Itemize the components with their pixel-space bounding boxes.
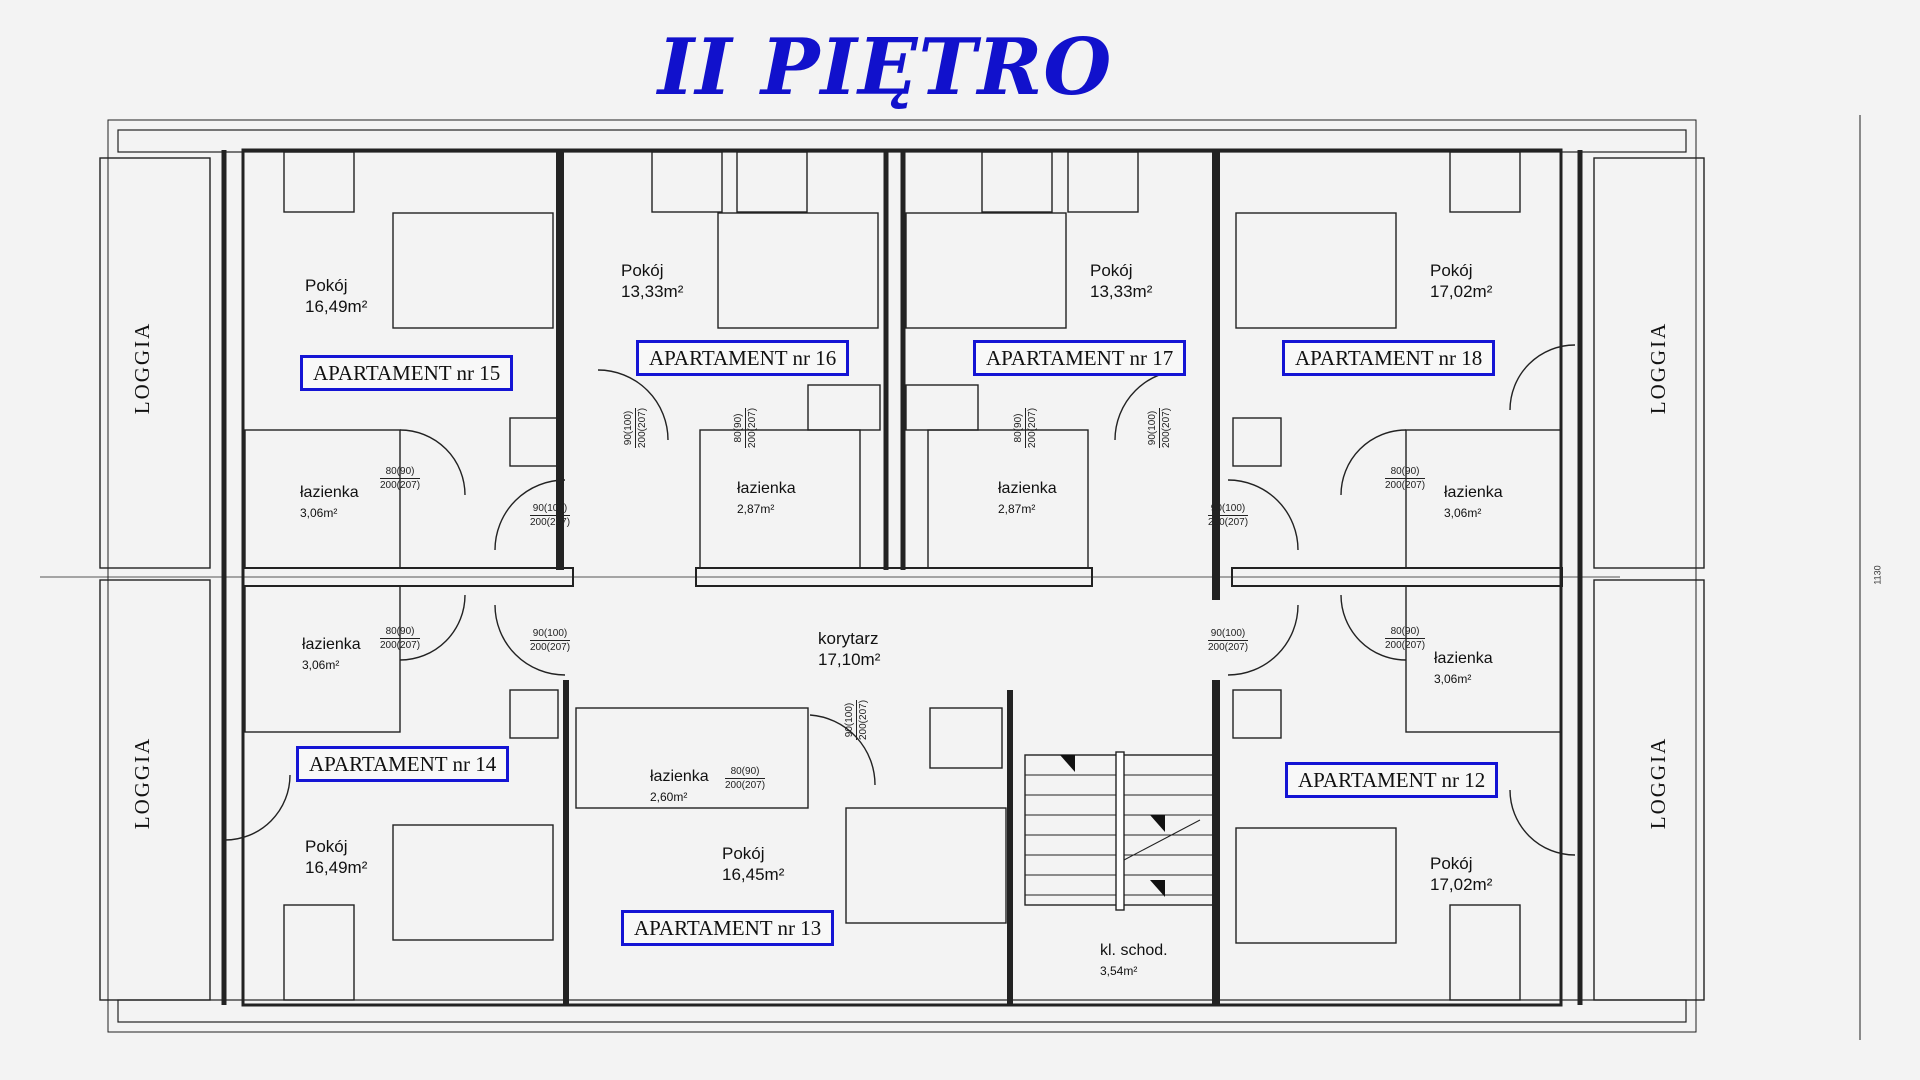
door-dim-12b: 90(100)200(207) (1208, 628, 1249, 653)
loggia-bottom-left: LOGGIA (130, 736, 154, 830)
staircase: kl. schod.3,54m² (1100, 942, 1168, 978)
door-dim-16a: 90(100)200(207) (622, 407, 648, 448)
apartment-label-18[interactable]: APARTAMENT nr 18 (1282, 340, 1496, 376)
door-dim-17b: 90(100)200(207) (1146, 407, 1172, 448)
door-dim-18b: 90(100)200(207) (1208, 503, 1249, 528)
loggia-bottom-right: LOGGIA (1646, 736, 1670, 830)
door-dim-15b: 90(100)200(207) (530, 503, 571, 528)
floor-title: II PIĘTRO (657, 22, 1113, 113)
door-dim-17a: 80(90)200(207) (1012, 407, 1038, 448)
door-dim-12: 80(90)200(207) (1385, 626, 1426, 651)
apartment-label-17[interactable]: APARTAMENT nr 17 (973, 340, 1187, 376)
loggia-top-right: LOGGIA (1646, 321, 1670, 415)
door-dim-14b: 90(100)200(207) (530, 628, 571, 653)
door-dim-18: 80(90)200(207) (1385, 466, 1426, 491)
door-dim-14: 80(90)200(207) (380, 626, 421, 651)
door-dim-corridor: 90(100)200(207) (843, 699, 869, 740)
door-dim-13: 80(90)200(207) (725, 766, 766, 791)
apartment-label-16[interactable]: APARTAMENT nr 16 (636, 340, 850, 376)
building-dimension: 1130 (1872, 565, 1883, 585)
door-dim-16b: 80(90)200(207) (732, 407, 758, 448)
apartment-label-13[interactable]: APARTAMENT nr 13 (621, 910, 835, 946)
apartment-label-12[interactable]: APARTAMENT nr 12 (1285, 762, 1499, 798)
apartment-label-14[interactable]: APARTAMENT nr 14 (296, 746, 510, 782)
loggia-top-left: LOGGIA (130, 321, 154, 415)
door-dim-15: 80(90)200(207) (380, 466, 421, 491)
apartment-label-15[interactable]: APARTAMENT nr 15 (300, 355, 514, 391)
